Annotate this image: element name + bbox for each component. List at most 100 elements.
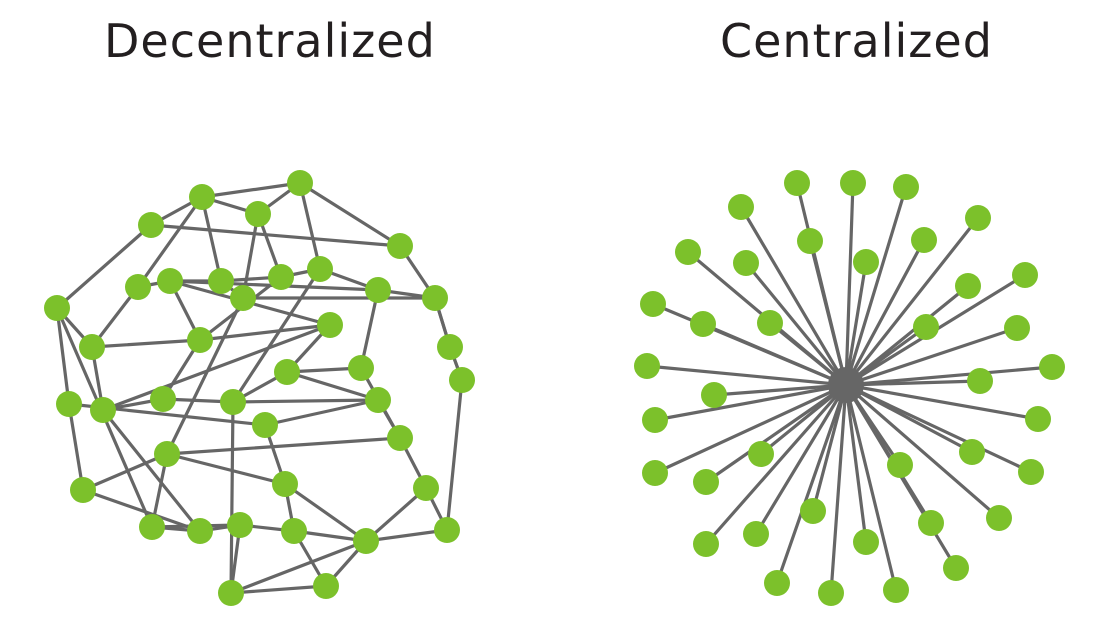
decentralized-title: Decentralized [104, 14, 436, 68]
network-edge [231, 267, 322, 404]
network-node [642, 407, 668, 433]
network-edge [149, 223, 402, 248]
spoke-edge [844, 181, 855, 387]
network-node [125, 274, 151, 300]
network-node [943, 555, 969, 581]
network-node [365, 277, 391, 303]
spoke-edge [808, 239, 848, 387]
spoke-edge [811, 383, 848, 513]
network-edge [283, 482, 368, 543]
network-node [189, 184, 215, 210]
network-node [187, 518, 213, 544]
network-node [387, 233, 413, 259]
network-edge [81, 452, 169, 492]
network-node [693, 531, 719, 557]
network-edge [285, 370, 380, 402]
network-node [348, 355, 374, 381]
network-node [893, 174, 919, 200]
spoke-edge [653, 383, 848, 475]
network-node [642, 460, 668, 486]
spoke-edge [844, 326, 1019, 387]
network-node [733, 250, 759, 276]
spoke-edge [744, 261, 848, 387]
spoke-edge [829, 383, 848, 595]
network-node [743, 521, 769, 547]
network-node [208, 268, 234, 294]
network-node [281, 518, 307, 544]
network-node [422, 285, 448, 311]
network-edge [364, 486, 428, 543]
network-node [800, 498, 826, 524]
network-node [967, 368, 993, 394]
network-node [693, 469, 719, 495]
network-edge [81, 488, 202, 533]
network-node [307, 256, 333, 282]
spoke-edge [712, 383, 848, 397]
spoke-edge [844, 383, 1040, 421]
network-node [918, 510, 944, 536]
network-node [1012, 262, 1038, 288]
network-node [150, 386, 176, 412]
network-edge [364, 528, 449, 543]
network-node [220, 389, 246, 415]
network-node [818, 580, 844, 606]
network-node [887, 452, 913, 478]
network-node [728, 194, 754, 220]
network-node [764, 570, 790, 596]
network-node [1039, 354, 1065, 380]
network-node [413, 475, 439, 501]
network-edge [445, 378, 464, 532]
network-node [701, 382, 727, 408]
network-node [365, 387, 391, 413]
network-edge [200, 195, 223, 283]
centralized-edges [645, 181, 1054, 595]
spoke-edge [844, 383, 1001, 520]
network-edge [298, 181, 322, 271]
spoke-edge [844, 365, 1054, 387]
network-edge [263, 398, 380, 427]
spoke-edge [704, 383, 848, 546]
network-edge [298, 181, 402, 248]
spoke-edge [701, 322, 848, 387]
network-node [437, 334, 463, 360]
network-edge [90, 338, 202, 349]
spoke-edge [704, 383, 848, 484]
network-edge [198, 323, 332, 342]
network-edge [55, 306, 71, 406]
network-node [883, 577, 909, 603]
centralized-network [634, 170, 1065, 606]
network-edge [165, 436, 402, 456]
network-edge [229, 584, 328, 595]
network-node [757, 310, 783, 336]
network-edge [101, 408, 202, 533]
network-node [139, 514, 165, 540]
network-node [748, 441, 774, 467]
network-node [853, 529, 879, 555]
network-edge [231, 398, 380, 404]
network-edge [136, 195, 204, 289]
network-node [90, 397, 116, 423]
network-node [840, 170, 866, 196]
network-node [913, 314, 939, 340]
network-edge [359, 288, 380, 370]
network-node [784, 170, 810, 196]
network-node [70, 477, 96, 503]
network-node [227, 512, 253, 538]
spoke-edge [844, 216, 980, 387]
network-node [245, 201, 271, 227]
network-node [1018, 459, 1044, 485]
centralized-title: Centralized [720, 14, 993, 68]
network-node [986, 505, 1012, 531]
network-node [272, 471, 298, 497]
spoke-edge [844, 185, 908, 387]
network-node [675, 239, 701, 265]
network-node [853, 249, 879, 275]
spoke-edge [844, 260, 868, 387]
network-node [640, 291, 666, 317]
network-node [154, 441, 180, 467]
network-edge [229, 400, 235, 595]
network-node [797, 228, 823, 254]
spoke-edge [645, 364, 848, 387]
network-node [268, 264, 294, 290]
